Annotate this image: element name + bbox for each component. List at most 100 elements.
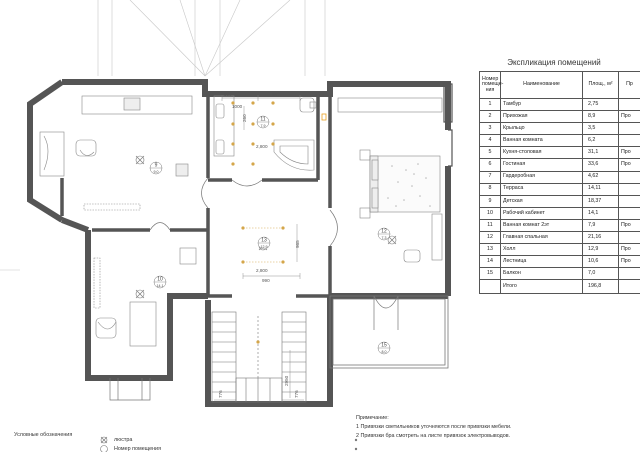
schedule-total-row: Итого 196,8 — [479, 279, 640, 295]
row-number: 10 — [479, 206, 501, 220]
row-number: 3 — [479, 122, 501, 136]
row-area: 31,1 — [582, 146, 619, 160]
room-label-11: 11 7.9 — [256, 115, 270, 129]
row-name: Балкон — [500, 267, 583, 281]
row-number: 14 — [479, 255, 501, 269]
dim-900-a: 900 — [224, 92, 232, 97]
schedule-header-row: Номер помеще- ния Наименование Площ., м²… — [479, 71, 640, 99]
row-name: Рабочий кабинет — [500, 206, 583, 220]
schedule-title: Экспликация помещений — [507, 58, 601, 67]
room-label-10: 10 14.1 — [153, 275, 167, 289]
row-extra — [618, 134, 640, 148]
svg-text:14.1: 14.1 — [157, 284, 164, 288]
row-name: Холл — [500, 243, 583, 257]
row-area: 8,9 — [582, 110, 619, 124]
row-extra — [618, 231, 640, 245]
row-area: 4,62 — [582, 170, 619, 184]
row-area: 33,6 — [582, 158, 619, 172]
svg-text:8.0: 8.0 — [382, 350, 387, 354]
row-extra — [618, 122, 640, 136]
row-number: 2 — [479, 110, 501, 124]
dim-900-b: 900 — [272, 92, 280, 97]
row-area: 12,9 — [582, 243, 619, 257]
notes-title: Примечание: — [356, 415, 389, 421]
row-number: 11 — [479, 218, 501, 233]
total-label: Итого — [500, 279, 583, 295]
notes: Примечание: 1 Привязки светильников уточ… — [356, 414, 511, 441]
row-extra: Про — [618, 255, 640, 269]
svg-text:9.0: 9.0 — [154, 170, 159, 174]
row-name: Ванная комната — [500, 134, 583, 148]
row-name: Крыльцо — [500, 122, 583, 136]
svg-text:13: 13 — [261, 238, 267, 244]
row-extra — [618, 267, 640, 281]
row-name: Лестница — [500, 255, 583, 269]
row-area: 2,75 — [582, 97, 619, 112]
row-number: 4 — [479, 134, 501, 148]
dim-990: 990 — [262, 278, 270, 283]
schedule-table: Номер помеще- ния Наименование Площ., м²… — [479, 71, 640, 295]
row-number: 1 — [479, 97, 501, 112]
row-area: 7,9 — [582, 218, 619, 233]
dim-1000: 1000 — [232, 104, 243, 109]
row-extra — [618, 182, 640, 196]
row-extra — [618, 97, 640, 112]
row-number: 9 — [479, 194, 501, 208]
room-9-furniture — [39, 95, 193, 211]
bedspread-pattern — [387, 163, 431, 207]
dim-776-a: 776 — [218, 390, 223, 398]
dim-776-b: 776 — [294, 390, 299, 398]
room-label-9: 9 9.0 — [149, 161, 163, 175]
row-area: 14,11 — [582, 182, 619, 196]
light-fixtures — [231, 101, 285, 344]
header-extra: Пр — [618, 71, 640, 99]
row-extra — [618, 170, 640, 184]
exterior-walls — [27, 79, 451, 407]
legend-chandelier: люстра — [114, 437, 133, 443]
note-2: 2 Привязки бра смотреть на листе привязо… — [356, 432, 511, 439]
row-number: 6 — [479, 158, 501, 172]
row-area: 3,5 — [582, 122, 619, 136]
svg-text:7.9: 7.9 — [261, 124, 266, 128]
row-name: Гостиная — [500, 158, 583, 172]
dim-2950: 2950 — [284, 375, 289, 386]
svg-text:12: 12 — [381, 229, 387, 235]
row-area: 14,1 — [582, 206, 619, 220]
row-extra — [618, 194, 640, 208]
dim-260: 260 — [242, 114, 247, 122]
row-number: 12 — [479, 231, 501, 245]
row-area: 18,37 — [582, 194, 619, 208]
row-extra: Про — [618, 243, 640, 257]
dim-985: 985 — [295, 240, 300, 248]
dim-2800-b: 2,800 — [256, 268, 268, 273]
row-extra: Про — [618, 218, 640, 233]
row-extra: Про — [618, 146, 640, 160]
total-value: 196,8 — [582, 279, 619, 295]
header-area: Площ., м² — [582, 71, 619, 99]
header-number: Номер помеще- ния — [479, 71, 503, 99]
room-10-furniture — [93, 247, 197, 347]
legend-room-number: Номер помещения — [114, 446, 161, 452]
legend-symbols — [100, 436, 358, 452]
bathroom-fixtures — [213, 95, 317, 171]
room-label-13: 13 12.9 — [257, 236, 271, 250]
chandelier-symbols — [135, 155, 397, 299]
row-name: Главная спальная — [500, 231, 583, 245]
row-number: 5 — [479, 146, 501, 160]
row-name: Гардеробная — [500, 170, 583, 184]
header-name: Наименование — [500, 71, 583, 99]
row-area: 6,2 — [582, 134, 619, 148]
staircase — [211, 311, 307, 403]
